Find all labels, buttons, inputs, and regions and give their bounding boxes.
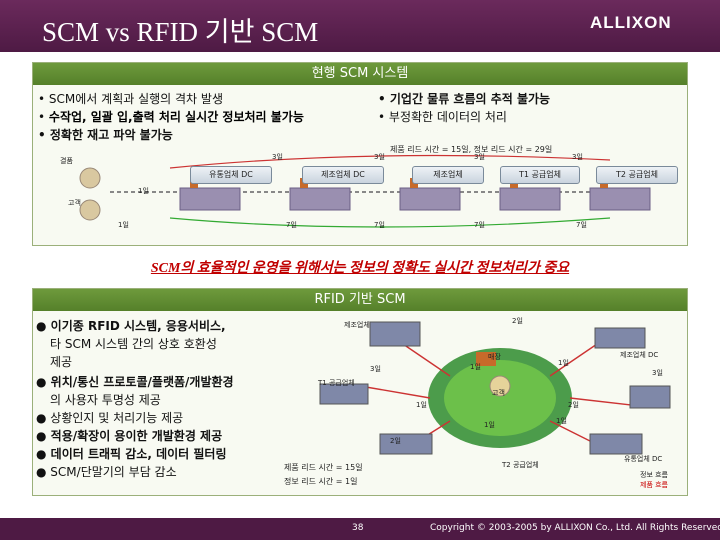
current-scm-panel: 현행 SCM 시스템 [32, 62, 688, 246]
current-day-top-2: 3일 [374, 153, 385, 161]
current-day-top-4: 3일 [572, 153, 583, 161]
rfid-day-7: 1일 [556, 417, 567, 425]
current-node-maker: 제조업체 [412, 166, 484, 184]
current-flow-diagram [79, 154, 651, 228]
rfid-bullet-5: ● 데이터 트래픽 감소, 데이터 필터링 [36, 447, 227, 461]
current-scm-title: 현행 SCM 시스템 [33, 63, 687, 85]
rfid-bullet-2b: 의 사용자 투명성 제공 [50, 393, 161, 407]
rfid-lead-time-info: 정보 리드 시간 = 1일 [284, 477, 358, 486]
rfid-day-5: 1일 [416, 401, 427, 409]
rfid-lead-time-product: 제품 리드 시간 = 15일 [284, 463, 363, 472]
rfid-day-1: 2일 [512, 317, 523, 325]
rfid-bullet-6: ● SCM/단말기의 부담 감소 [36, 465, 177, 479]
rfid-day-4: 1일 [470, 363, 481, 371]
rfid-day-9: 2일 [390, 437, 401, 445]
rfid-label-maker-dc: 제조업체 DC [620, 351, 659, 359]
allixon-logo: ALLIXON [590, 13, 672, 32]
rfid-label-customer: 고객 [492, 389, 505, 397]
current-bullet-5: • 부정확한 데이터의 처리 [378, 110, 507, 124]
legend-product-flow: 제품 흐름 [640, 481, 668, 489]
current-day-bottom-1: 1일 [118, 221, 129, 229]
rfid-label-store: 매장 [488, 353, 501, 361]
current-day-bottom-3: 7일 [374, 221, 385, 229]
rfid-bullet-4: ● 적용/확장이 용이한 개발환경 제공 [36, 429, 223, 443]
slogan: SCM의 효율적인 운영을 위해서는 정보의 정확도 실시간 정보처리가 중요 [150, 261, 570, 276]
page-title: SCM vs RFID 기반 SCM [42, 17, 319, 47]
page-number: 38 [352, 523, 364, 533]
rfid-label-t2: T2 공급업체 [502, 461, 539, 469]
current-node-maker-dc: 제조업체 DC [302, 166, 384, 184]
current-bullet-3: • 정확한 재고 파악 불가능 [38, 128, 173, 142]
current-bullet-2: • 수작업, 일괄 입,출력 처리 실시간 정보처리 불가능 [38, 110, 304, 124]
rfid-network-diagram [319, 321, 671, 455]
current-day-bottom-4: 7일 [474, 221, 485, 229]
rfid-day-10: 3일 [652, 369, 663, 377]
rfid-bullet-1: ● 이기종 RFID 시스템, 응용서비스, [36, 319, 226, 333]
current-day-mid: 1일 [138, 187, 149, 195]
current-node-t2: T2 공급업체 [596, 166, 678, 184]
current-node-t1: T1 공급업체 [500, 166, 580, 184]
rfid-bullet-1c: 제공 [50, 355, 73, 369]
current-label-customer: 고객 [68, 199, 81, 207]
current-day-bottom-5: 7일 [576, 221, 587, 229]
rfid-scm-title: RFID 기반 SCM [33, 289, 687, 311]
footer-bar [0, 518, 720, 540]
current-lead-time: 제품 리드 시간 = 15일, 정보 리드 시간 = 29일 [390, 145, 553, 154]
header-bar [0, 0, 720, 52]
current-label-stockout: 결품 [60, 157, 73, 165]
rfid-day-3: 3일 [370, 365, 381, 373]
current-bullet-1: • SCM에서 계획과 실행의 격차 발생 [38, 92, 223, 106]
rfid-day-6: 2일 [568, 401, 579, 409]
copyright: Copyright © 2003-2005 by ALLIXON Co., Lt… [430, 523, 720, 533]
current-day-bottom-2: 7일 [286, 221, 297, 229]
rfid-label-retail-dc: 유통업체 DC [624, 455, 663, 463]
rfid-day-2: 1일 [558, 359, 569, 367]
rfid-label-maker: 제조업체 [344, 321, 370, 329]
current-day-top-1: 3일 [272, 153, 283, 161]
current-node-retail-dc: 유통업체 DC [190, 166, 272, 184]
current-bullet-4: • 기업간 물류 흐름의 추적 불가능 [378, 92, 551, 106]
rfid-bullet-2: ● 위치/통신 프로토콜/플랫폼/개발환경 [36, 375, 234, 389]
rfid-bullet-1b: 타 SCM 시스템 간의 상호 호환성 [50, 337, 217, 351]
rfid-day-8: 1일 [484, 421, 495, 429]
rfid-label-t1: T1 공급업체 [318, 379, 355, 387]
legend-info-flow: 정보 흐름 [640, 471, 668, 479]
current-day-top-3: 3일 [474, 153, 485, 161]
rfid-bullet-3: ● 상황인지 및 처리기능 제공 [36, 411, 184, 425]
